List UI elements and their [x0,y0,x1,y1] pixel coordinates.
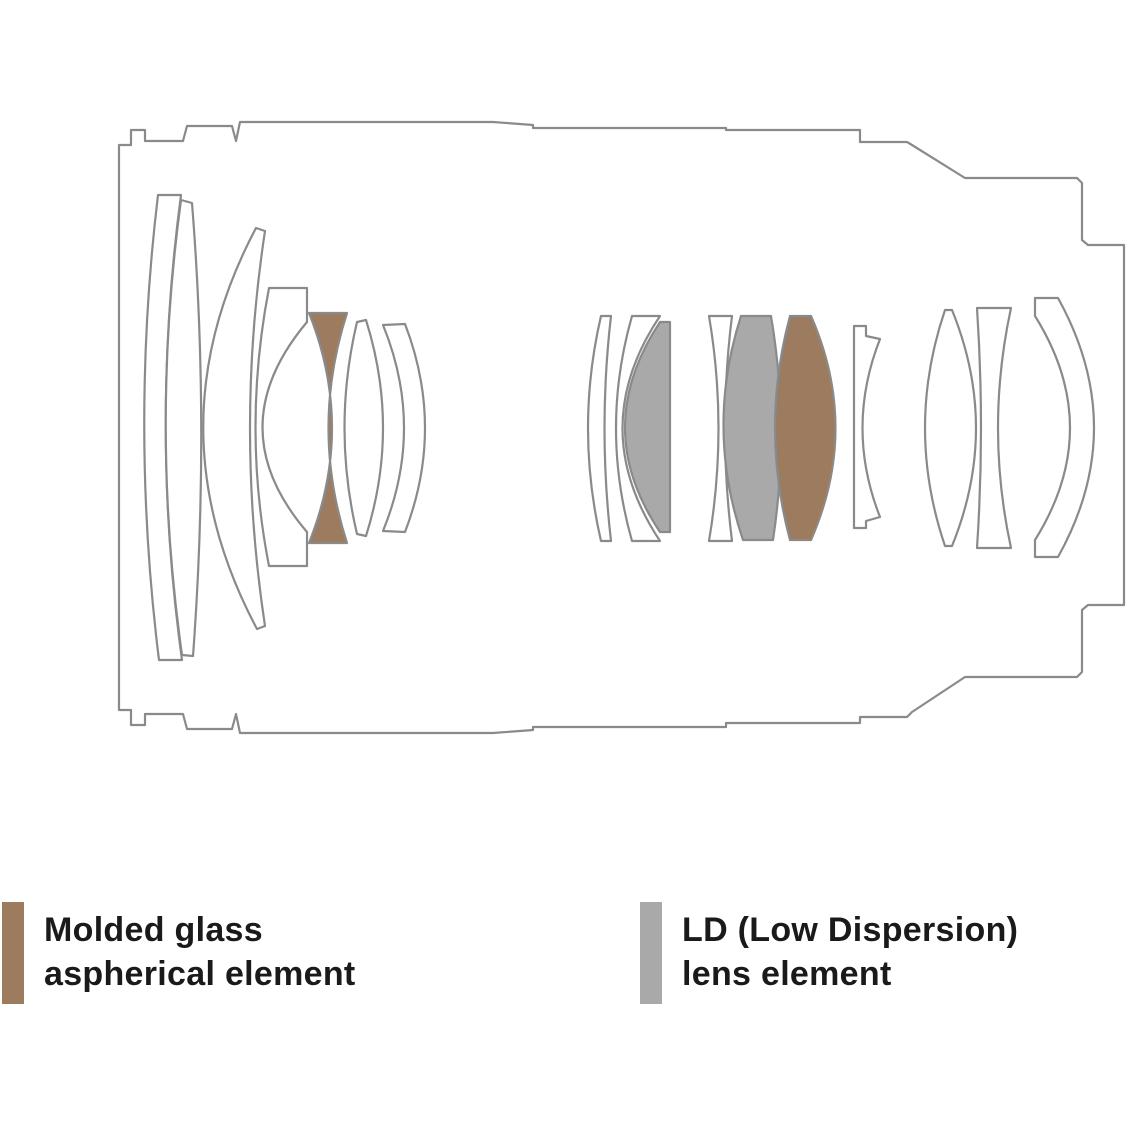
ld-label-line2: lens element [682,955,892,993]
aspherical-swatch [2,902,24,1004]
aspherical-label: Molded glass aspherical element [44,908,356,996]
lens-element-rear-2 [614,314,662,543]
ld-swatch [640,902,662,1004]
lens-element-front-3 [202,226,267,631]
lens-element-ld-1 [623,320,672,534]
aspherical-label-line1: Molded glass [44,911,263,949]
lens-element-aspherical-1 [307,311,349,545]
lens-element-front-4 [254,286,309,568]
lens-element-rear-4 [852,324,882,530]
lens-barrel-outline [117,120,1126,735]
lens-construction-diagram [117,120,1126,735]
lens-element-front-2 [164,198,203,658]
legend-aspherical: Molded glass aspherical element [2,902,356,1004]
lens-element-front-5 [343,318,385,538]
lens-element-rear-7 [1033,296,1095,559]
lens-element-front-6 [381,322,427,534]
legend-ld: LD (Low Dispersion) lens element [640,902,1018,1004]
lens-element-ld-2 [722,314,783,542]
lens-element-rear-5 [923,308,978,548]
ld-label-line1: LD (Low Dispersion) [682,911,1019,949]
lens-element-aspherical-2 [773,314,837,542]
aspherical-label-line2: aspherical element [44,955,356,993]
lens-element-rear-1 [586,314,613,543]
lens-element-rear-6 [975,306,1013,550]
ld-label: LD (Low Dispersion) lens element [682,908,1018,996]
